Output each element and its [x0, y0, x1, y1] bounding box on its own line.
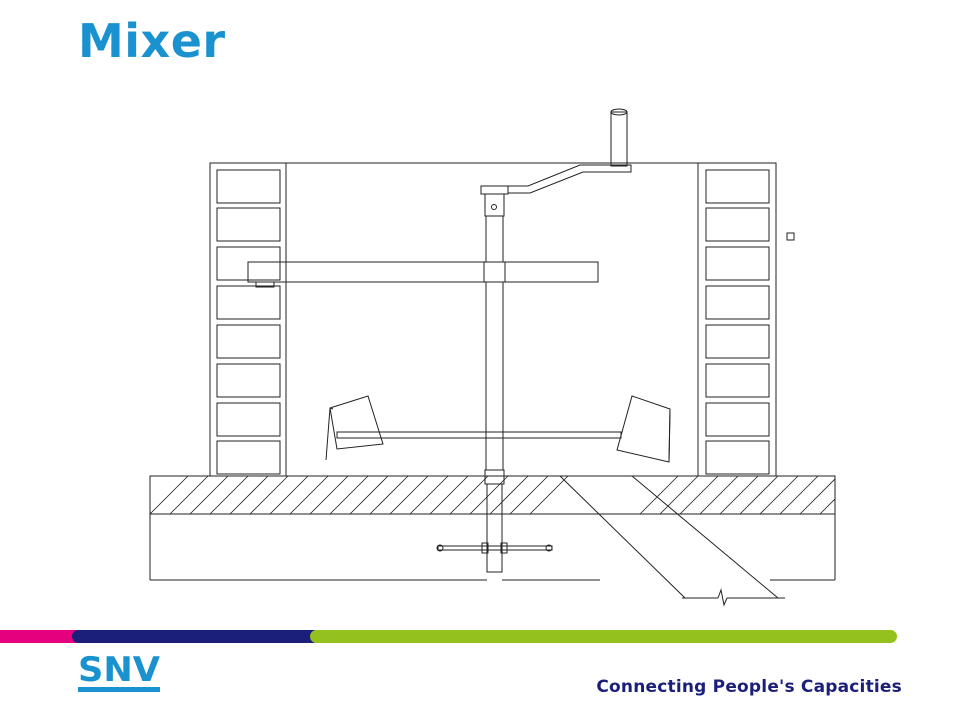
snv-logo-icon: SNV — [78, 650, 161, 692]
mixer-shaft — [480, 185, 509, 573]
mixing-arm — [325, 395, 671, 463]
footer-stripe-pink — [0, 630, 90, 643]
outlet-channel — [559, 475, 785, 607]
snv-logo-text: SNV — [78, 650, 161, 690]
footer-stripe-green — [310, 630, 897, 643]
footer-tagline: Connecting People's Capacities — [596, 677, 902, 697]
crank-handle — [508, 108, 632, 194]
lower-basin — [149, 514, 836, 581]
foundation-slab — [149, 475, 836, 515]
footer-stripe-navy — [72, 630, 320, 643]
lower-stirrer — [436, 542, 553, 554]
left-brick-pillar — [209, 162, 287, 477]
slide-title: Mixer — [78, 14, 226, 68]
support-beam — [247, 261, 599, 283]
right-brick-pillar — [697, 162, 777, 477]
marker-square — [786, 232, 795, 241]
